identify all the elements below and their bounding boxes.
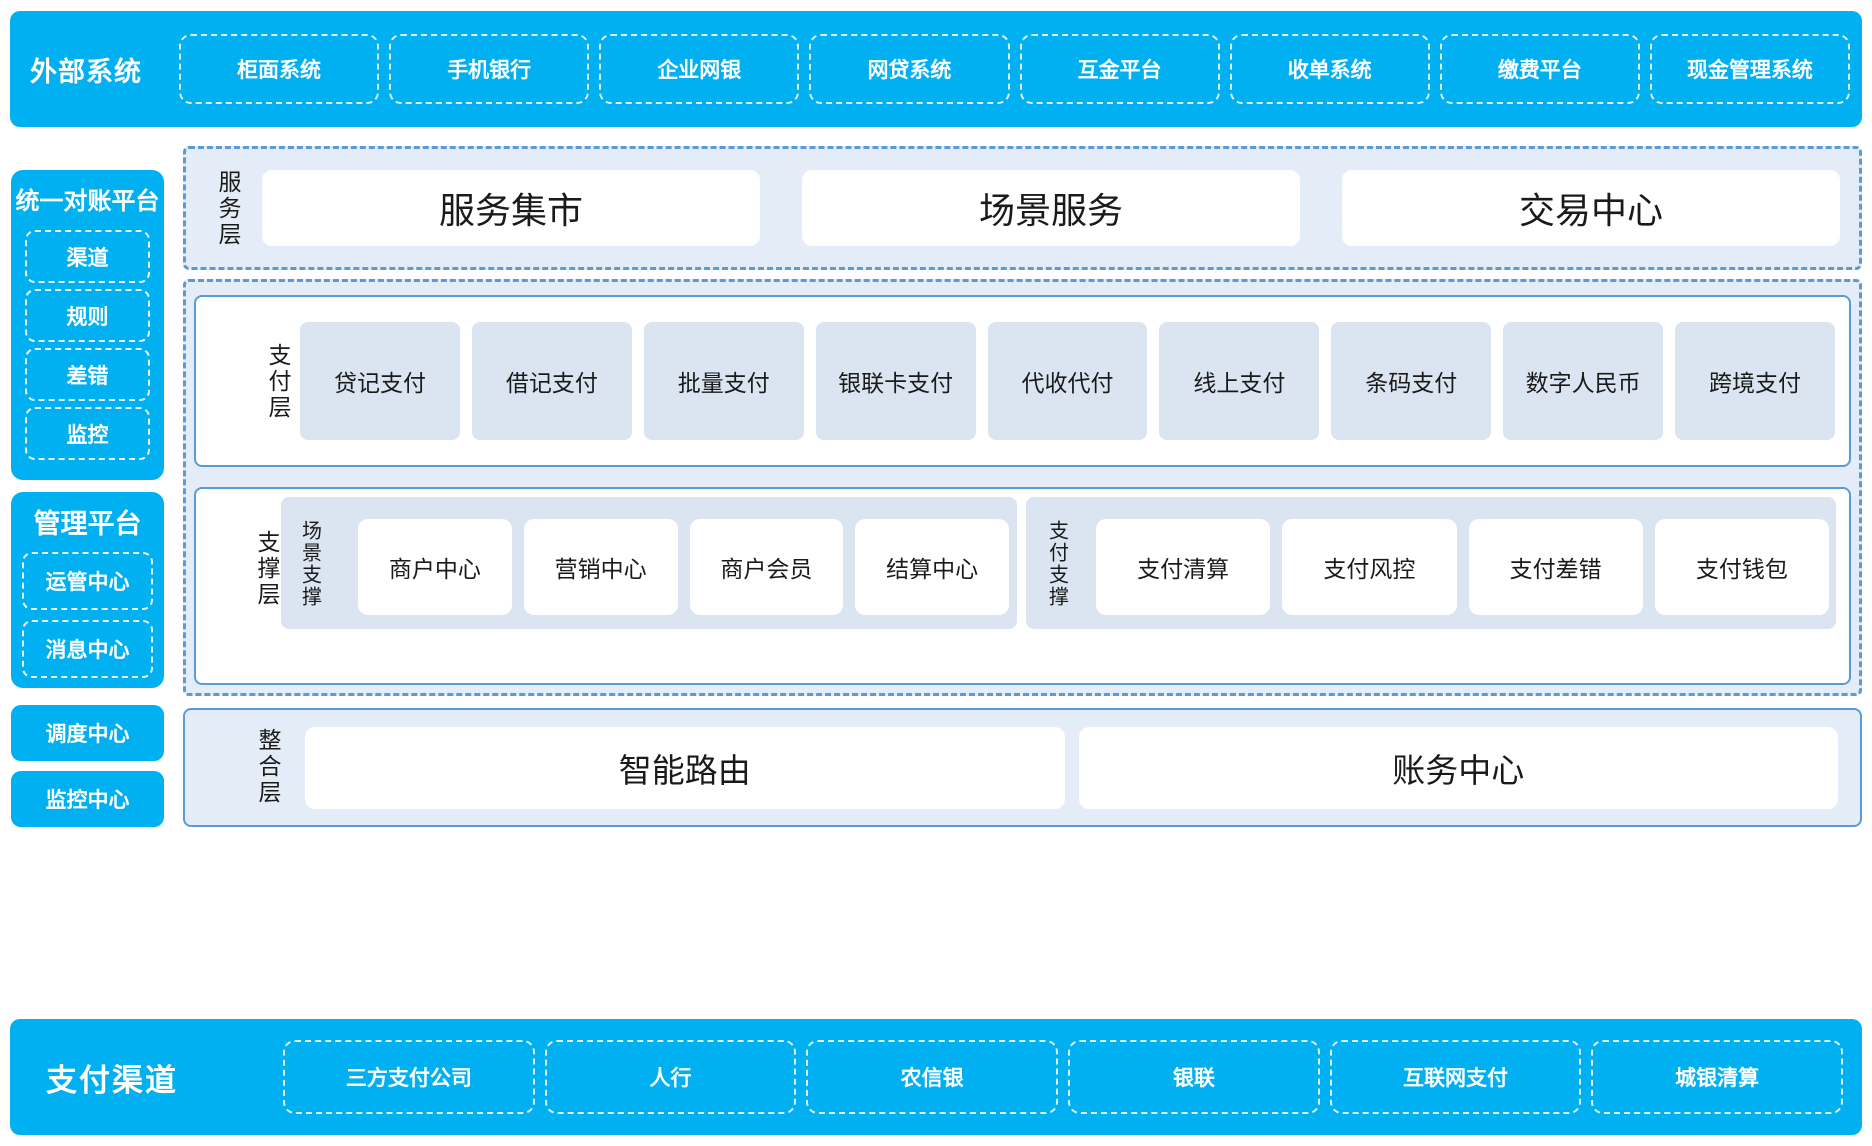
support-layer-card-营销中心[interactable]: 营销中心 [523,519,678,615]
external-system-chip-互金平台[interactable]: 互金平台 [1019,34,1220,104]
service-layer-card-场景服务[interactable]: 场景服务 [802,170,1300,246]
payment-channel-chip-农信银[interactable]: 农信银 [806,1040,1058,1114]
support-layer-card-商户会员[interactable]: 商户会员 [689,519,844,615]
support-layer-card-支付钱包[interactable]: 支付钱包 [1654,519,1829,615]
payment-layer-chip-代收代付[interactable]: 代收代付 [987,322,1148,440]
support-group-label-场景支撑: 场景支撑 [298,520,321,608]
payment-channel-chip-银联[interactable]: 银联 [1068,1040,1320,1114]
support-layer-card-支付风控[interactable]: 支付风控 [1282,519,1457,615]
support-layer-label: 支撑层 [254,530,280,608]
sidebar-item-监控中心[interactable]: 监控中心 [11,771,164,827]
external-system-chip-缴费平台[interactable]: 缴费平台 [1439,34,1640,104]
reconciliation-item-渠道[interactable]: 渠道 [25,230,150,283]
management-platform-card[interactable] [11,492,164,688]
payment-layer-chip-线上支付[interactable]: 线上支付 [1159,322,1320,440]
sidebar-item-调度中心[interactable]: 调度中心 [11,705,164,761]
integration-layer-label: 整合层 [255,728,281,806]
support-layer-card-支付清算[interactable]: 支付清算 [1096,519,1271,615]
support-layer-card-结算中心[interactable]: 结算中心 [855,519,1009,615]
external-systems-bar [10,11,1862,127]
payment-channels-bar [10,1019,1862,1135]
support-layer-card-支付差错[interactable]: 支付差错 [1468,519,1643,615]
service-layer-label: 服务层 [215,170,241,248]
management-platform-title: 管理平台 [33,508,142,539]
payment-channels-title: 支付渠道 [46,1062,178,1098]
external-systems-title: 外部系统 [30,56,142,87]
payment-layer-chip-银联卡支付[interactable]: 银联卡支付 [815,322,976,440]
payment-layer-chip-跨境支付[interactable]: 跨境支付 [1675,322,1835,440]
external-system-chip-现金管理系统[interactable]: 现金管理系统 [1649,34,1850,104]
payment-layer-label: 支付层 [265,343,291,421]
external-system-chip-柜面系统[interactable]: 柜面系统 [179,34,380,104]
management-item-消息中心[interactable]: 消息中心 [22,620,153,678]
reconciliation-platform-title: 统一对账平台 [15,187,160,215]
reconciliation-item-监控[interactable]: 监控 [25,407,150,460]
integration-layer-card-账务中心[interactable]: 账务中心 [1078,727,1838,809]
reconciliation-item-规则[interactable]: 规则 [25,289,150,342]
support-group-label-支付支撑: 支付支撑 [1045,520,1068,608]
external-system-chip-企业网银[interactable]: 企业网银 [599,34,800,104]
payment-layer-chip-条码支付[interactable]: 条码支付 [1331,322,1492,440]
payment-layer-chip-贷记支付[interactable]: 贷记支付 [300,322,460,440]
payment-layer-chip-批量支付[interactable]: 批量支付 [643,322,804,440]
payment-layer-chip-数字人民币[interactable]: 数字人民币 [1503,322,1664,440]
payment-channel-chip-三方支付公司[interactable]: 三方支付公司 [283,1040,535,1114]
reconciliation-platform-card[interactable] [11,170,164,480]
external-system-chip-网贷系统[interactable]: 网贷系统 [809,34,1010,104]
external-system-chip-收单系统[interactable]: 收单系统 [1229,34,1430,104]
payment-channel-chip-人行[interactable]: 人行 [544,1040,797,1114]
support-layer-card-商户中心[interactable]: 商户中心 [358,519,512,615]
external-system-chip-手机银行[interactable]: 手机银行 [389,34,590,104]
service-layer-card-交易中心[interactable]: 交易中心 [1342,170,1840,246]
payment-layer-chip-借记支付[interactable]: 借记支付 [471,322,632,440]
service-layer-card-服务集市[interactable]: 服务集市 [262,170,760,246]
payment-channel-chip-互联网支付[interactable]: 互联网支付 [1329,1040,1582,1114]
payment-channel-chip-城银清算[interactable]: 城银清算 [1591,1040,1843,1114]
integration-layer-card-智能路由[interactable]: 智能路由 [305,727,1065,809]
management-item-运管中心[interactable]: 运管中心 [22,552,153,610]
reconciliation-item-差错[interactable]: 差错 [25,348,150,401]
